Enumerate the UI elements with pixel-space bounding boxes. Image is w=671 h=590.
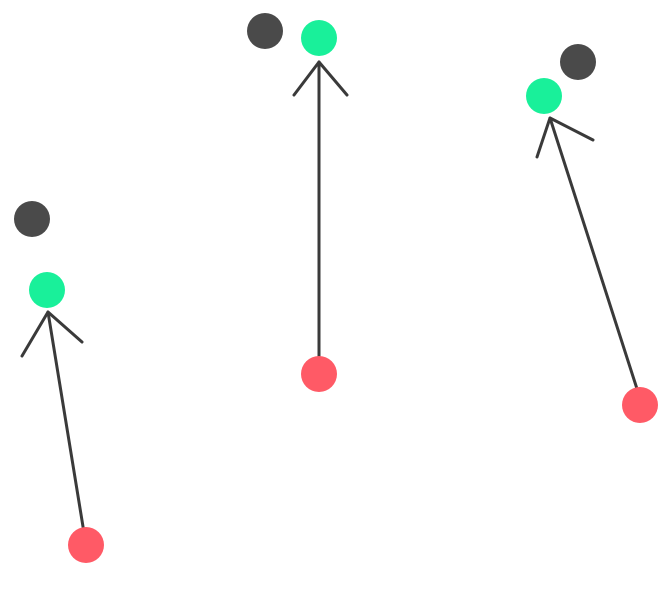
arrow-head <box>535 116 595 159</box>
start-point-red-dot <box>68 527 104 563</box>
predicted-point-green-dot <box>29 272 65 308</box>
trajectory-left <box>14 201 104 563</box>
trajectory-middle <box>247 13 349 392</box>
target-point-gray-dot <box>560 44 596 80</box>
target-point-gray-dot <box>14 201 50 237</box>
arrow-shaft <box>548 116 640 394</box>
predicted-point-green-dot <box>526 78 562 114</box>
predicted-point-green-dot <box>301 20 337 56</box>
arrow-shaft <box>46 310 88 547</box>
arrow-head <box>292 60 349 97</box>
trajectory-right <box>526 44 658 423</box>
start-point-red-dot <box>622 387 658 423</box>
start-point-red-dot <box>301 356 337 392</box>
arrow-head <box>20 310 84 358</box>
target-point-gray-dot <box>247 13 283 49</box>
